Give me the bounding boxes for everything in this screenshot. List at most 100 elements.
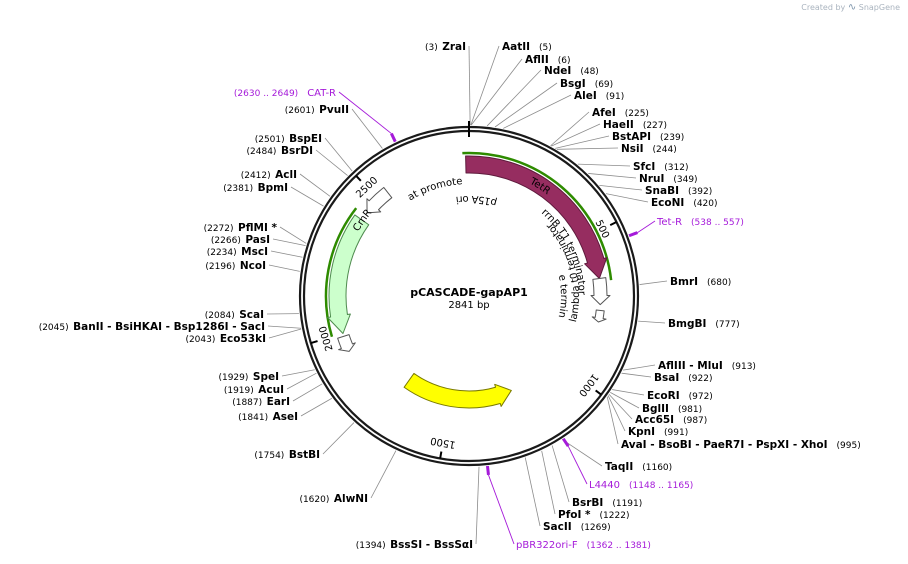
leader-line-bpmi bbox=[290, 186, 324, 207]
leader-line-nsii bbox=[556, 147, 619, 150]
site-label-acli: (2412) AclI bbox=[241, 169, 297, 181]
site-label-eco53ki: (2043) Eco53kI bbox=[185, 333, 266, 345]
leader-line-bstbi bbox=[322, 422, 355, 455]
leader-line-aflii bbox=[470, 58, 523, 126]
leader-line-bsai bbox=[621, 372, 652, 378]
primer-mark-l4440 bbox=[562, 437, 570, 448]
site-label-bsgi: BsgI (69) bbox=[560, 78, 613, 90]
leader-line-kpni bbox=[607, 395, 626, 432]
feature-lambda-t0-terminator-arrow bbox=[337, 334, 356, 352]
site-label-haeii: HaeII (227) bbox=[603, 119, 667, 131]
tick-label-1500: 1500 bbox=[430, 435, 457, 450]
feature-rrnb-terminator-arrow bbox=[590, 277, 611, 306]
plasmid-length: 2841 bp bbox=[448, 300, 489, 311]
site-label-pvuii: (2601) PvuII bbox=[285, 104, 349, 116]
site-label-nrui: NruI (349) bbox=[639, 173, 698, 185]
site-label-acc65i: Acc65I (987) bbox=[635, 414, 707, 426]
site-label-bsrbi: BsrBI (1191) bbox=[572, 497, 642, 509]
site-label-acui: (1919) AcuI bbox=[224, 384, 284, 396]
feature-p15a-ori-arrow bbox=[403, 372, 512, 409]
site-label-afliii-mlui: AflIII - MluI (913) bbox=[658, 360, 756, 372]
site-label-msci: (2234) MscI bbox=[207, 246, 268, 258]
leader-line-bsgi bbox=[494, 82, 558, 128]
site-label-eari: (1887) EarI bbox=[232, 396, 290, 408]
primer-leader-tet-r bbox=[637, 220, 656, 233]
site-label-kpni: KpnI (991) bbox=[628, 426, 688, 438]
leader-line-bsrdi bbox=[315, 149, 348, 176]
site-label-aflii: AflII (6) bbox=[525, 54, 570, 66]
primer-leader-pbr322ori-f bbox=[488, 474, 515, 545]
primer-mark-tet-r bbox=[628, 231, 638, 238]
site-label-bmri: BmrI (680) bbox=[670, 276, 731, 288]
site-label-bglii: BglII (981) bbox=[642, 403, 702, 415]
primer-mark-cat-r bbox=[390, 132, 397, 143]
site-label-asei: (1841) AseI bbox=[238, 411, 298, 423]
leader-line-nrui bbox=[588, 173, 637, 179]
leader-line-aatii bbox=[470, 45, 500, 126]
site-leader-lines bbox=[266, 45, 668, 545]
leader-line-asei bbox=[300, 397, 333, 417]
watermark-brand: SnapGene bbox=[858, 3, 900, 12]
site-label-econi: EcoNI (420) bbox=[651, 197, 718, 209]
leader-line-pfoi bbox=[541, 450, 556, 515]
leader-line-pvuii bbox=[351, 108, 383, 149]
leader-line-bspei bbox=[324, 137, 353, 172]
leader-line-msci bbox=[270, 250, 303, 258]
leader-line-snabi bbox=[599, 184, 643, 191]
site-label-sacii: SacII (1269) bbox=[543, 521, 611, 533]
site-label-ecori: EcoRI (972) bbox=[647, 390, 713, 402]
leader-line-zrai bbox=[468, 45, 471, 126]
feature-cmr-arrow bbox=[327, 214, 370, 334]
primer-leader-l4440 bbox=[567, 445, 588, 485]
site-label-bpmi: (2381) BpmI bbox=[223, 182, 288, 194]
leader-line-alwni bbox=[370, 450, 397, 499]
site-label-bsssi-bsss-i: (1394) BssSI - BssSαI bbox=[356, 539, 473, 551]
leader-line-afei bbox=[550, 111, 590, 147]
leader-line-eari bbox=[292, 383, 323, 402]
tick-mark-2500 bbox=[355, 175, 362, 182]
plasmid-name: pCASCADE-gapAP1 bbox=[410, 286, 528, 299]
site-label-snabi: SnaBI (392) bbox=[645, 185, 712, 197]
leader-line-bmgbi bbox=[638, 320, 666, 324]
site-label-ndei: NdeI (48) bbox=[544, 65, 599, 77]
watermark-prefix: Created by bbox=[801, 3, 846, 12]
leader-line-afliii-mlui bbox=[623, 364, 656, 371]
orf-line-cmr bbox=[324, 207, 358, 338]
leader-line-avai-bsobi-paer7i-pspxi-xhoi bbox=[606, 396, 619, 445]
leader-line-pasi bbox=[272, 238, 306, 247]
snapgene-logo-icon: ∿ bbox=[847, 2, 857, 13]
orf-line-tetr bbox=[462, 151, 613, 281]
feature-cat-promoter-arrow bbox=[366, 186, 393, 214]
tick-label-1000: 1000 bbox=[576, 371, 600, 398]
leader-line-spei bbox=[281, 369, 315, 377]
snapgene-watermark: Created by ∿ SnapGene bbox=[801, 2, 900, 13]
site-label-scai: (2084) ScaI bbox=[205, 309, 264, 321]
tick-mark-1500 bbox=[439, 451, 443, 459]
leader-line-bglii bbox=[610, 392, 640, 409]
leader-line-ndei bbox=[486, 69, 542, 127]
site-label-bsrdi: (2484) BsrDI bbox=[247, 145, 314, 157]
site-label-banii-bsihkai-bsp1286i-saci: (2045) BanII - BsiHKAI - Bsp1286I - SacI bbox=[39, 321, 265, 333]
leader-line-sacii bbox=[524, 457, 541, 527]
primer-leader-cat-r bbox=[338, 91, 392, 134]
feature-t7te-terminator-arrow bbox=[591, 309, 607, 323]
site-label-bspei: (2501) BspEI bbox=[255, 133, 322, 145]
primer-label-l4440: L4440 (1148 .. 1165) bbox=[589, 480, 693, 491]
site-label-aatii: AatII (5) bbox=[502, 41, 552, 53]
leader-line-alei bbox=[503, 94, 572, 129]
tick-label-2000: 2000 bbox=[318, 325, 336, 353]
primer-mark-pbr322ori-f bbox=[486, 465, 490, 476]
site-label-ncoi: (2196) NcoI bbox=[205, 260, 266, 272]
site-label-alwni: (1620) AlwNI bbox=[299, 493, 368, 505]
leader-line-acli bbox=[299, 173, 331, 197]
site-label-sfci: SfcI (312) bbox=[633, 161, 688, 173]
leader-line-eco53ki bbox=[268, 328, 302, 339]
primer-label-cat-r: (2630 .. 2649) CAT-R bbox=[234, 88, 336, 99]
site-label-bmgbi: BmgBI (777) bbox=[668, 318, 740, 330]
leader-line-banii-bsihkai-bsp1286i-saci bbox=[267, 325, 302, 329]
leader-line-bmri bbox=[639, 280, 668, 285]
